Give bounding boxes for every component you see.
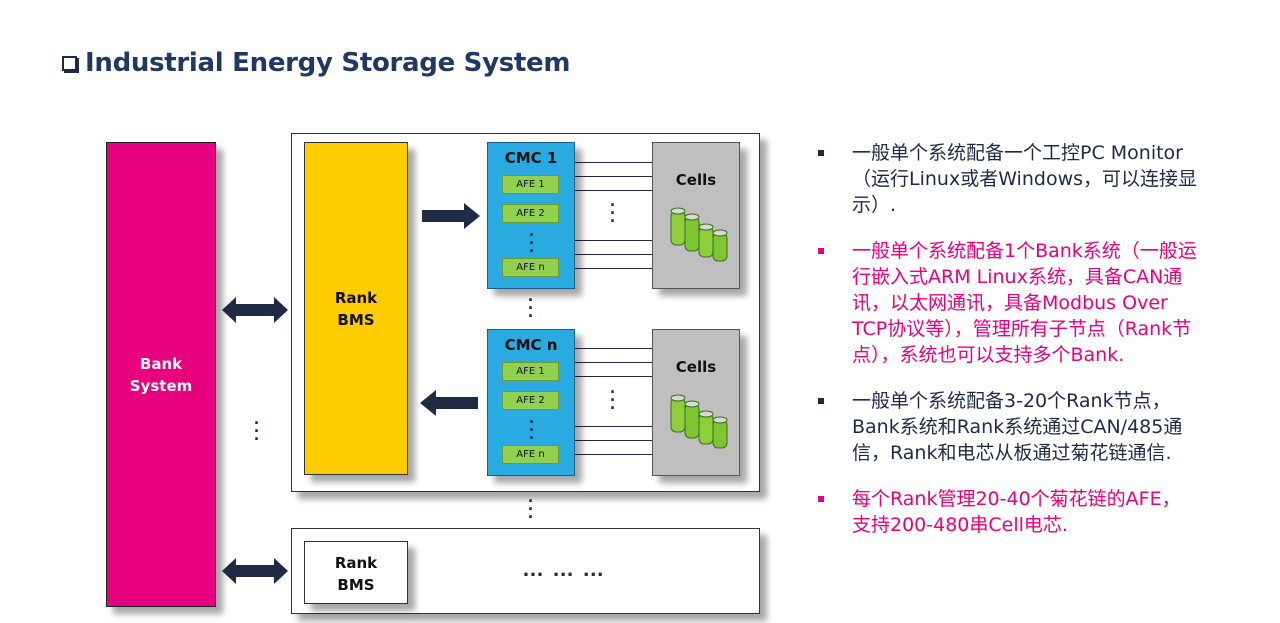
rank-bms-2-label: Rank BMS (305, 552, 407, 596)
bullet-item: 一般单个系统配备3-20个Rank节点，Bank系统和Rank系统通过CAN/4… (818, 388, 1198, 466)
connector-line (574, 268, 653, 269)
bank-system-label: Bank System (107, 353, 215, 397)
bank-system-block: Bank System (106, 142, 216, 607)
bullet-item: 每个Rank管理20-40个菊花链的AFE，支持200-480串Cell电芯. (818, 486, 1198, 538)
cells-block-n: Cells (652, 329, 740, 476)
afe-1-box: AFE 1 (502, 175, 559, 194)
square-bullet-icon (818, 150, 824, 156)
rank-bms-line1: Rank (334, 289, 378, 307)
afe-2-box: AFE 2 (502, 391, 559, 410)
rank-bms-2-line2: BMS (337, 576, 375, 594)
vertical-ellipsis-icon: ··· (254, 413, 260, 449)
vertical-ellipsis-icon: ··· (529, 412, 535, 448)
cmc-1-block: CMC 1 AFE 1 AFE 2 ··· AFE n (487, 142, 575, 289)
battery-cells-icon (670, 394, 728, 449)
bullet-text: 一般单个系统配备一个工控PC Monitor（运行Linux或者Windows，… (852, 142, 1198, 216)
double-arrow-icon (222, 297, 288, 323)
connector-line (574, 426, 653, 427)
bullet-list: 一般单个系统配备一个工控PC Monitor（运行Linux或者Windows，… (818, 140, 1198, 558)
page-title: Industrial Energy Storage System (85, 48, 571, 78)
connector-line (574, 190, 653, 191)
connector-line (574, 162, 653, 163)
afe-n-box: AFE n (502, 258, 559, 277)
cmc-n-block: CMC n AFE 1 AFE 2 ··· AFE n (487, 329, 575, 476)
bullet-item: 一般单个系统配备一个工控PC Monitor（运行Linux或者Windows，… (818, 140, 1198, 218)
bullet-text: 一般单个系统配备1个Bank系统（一般运行嵌入式ARM Linux系统，具备CA… (852, 240, 1197, 366)
connector-line (574, 176, 653, 177)
connector-line (574, 440, 653, 441)
cells-title: Cells (675, 171, 717, 189)
cells-title: Cells (675, 358, 717, 376)
afe-1-box: AFE 1 (502, 362, 559, 381)
square-bullet-icon (818, 248, 824, 254)
connector-line (574, 254, 653, 255)
bullet-item: 一般单个系统配备1个Bank系统（一般运行嵌入式ARM Linux系统，具备CA… (818, 238, 1198, 368)
cmc-n-title: CMC n (504, 336, 558, 354)
bullet-text: 一般单个系统配备3-20个Rank节点，Bank系统和Rank系统通过CAN/4… (852, 390, 1183, 464)
horizontal-ellipsis: … … … (522, 556, 606, 581)
rank-bms-block-2: Rank BMS (304, 541, 408, 604)
right-arrow-icon (422, 203, 480, 229)
battery-cells-icon (670, 207, 728, 262)
vertical-ellipsis-icon: ··· (529, 225, 535, 261)
bullet-text: 每个Rank管理20-40个菊花链的AFE，支持200-480串Cell电芯. (852, 488, 1181, 536)
vertical-ellipsis-icon: ··· (610, 195, 616, 231)
bank-label-line2: System (129, 377, 193, 395)
bank-label-line1: Bank (139, 355, 183, 373)
rank-bms-2-line1: Rank (334, 554, 378, 572)
connector-line (574, 454, 653, 455)
vertical-ellipsis-icon: ··· (528, 290, 534, 326)
square-bullet-icon (818, 398, 824, 404)
connector-line (574, 240, 653, 241)
left-arrow-icon (420, 390, 478, 416)
rank-bms-block: Rank BMS (304, 142, 408, 475)
cmc-1-title: CMC 1 (504, 149, 558, 167)
afe-n-box: AFE n (502, 445, 559, 464)
vertical-ellipsis-icon: ··· (528, 491, 534, 527)
rank-bms-label: Rank BMS (305, 287, 407, 331)
double-arrow-icon (222, 558, 288, 584)
afe-2-box: AFE 2 (502, 204, 559, 223)
connector-line (574, 348, 653, 349)
connector-line (574, 376, 653, 377)
vertical-ellipsis-icon: ··· (610, 382, 616, 418)
title-bar: Industrial Energy Storage System (62, 48, 570, 78)
checkbox-bullet-icon (62, 55, 77, 71)
square-bullet-icon (818, 496, 824, 502)
connector-line (574, 362, 653, 363)
cells-block-1: Cells (652, 142, 740, 289)
rank-bms-line2: BMS (337, 311, 375, 329)
